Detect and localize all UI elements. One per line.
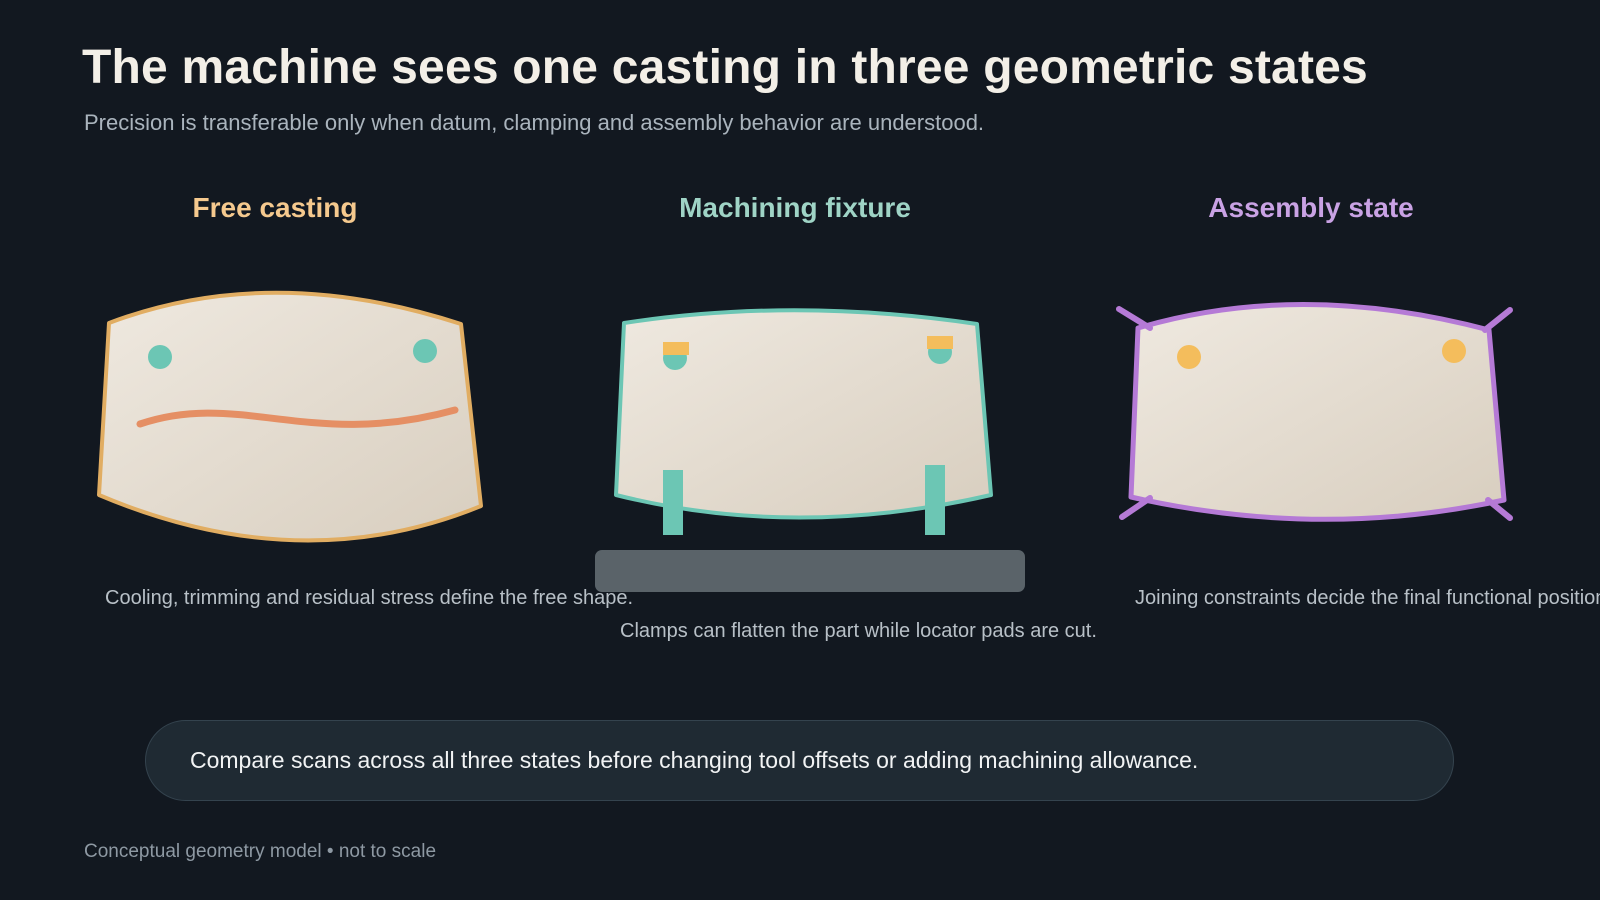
caption-machining-fixture: Clamps can flatten the part while locato… bbox=[620, 620, 1097, 642]
callout-box: Compare scans across all three states be… bbox=[145, 720, 1454, 801]
fixture-casting-outline bbox=[614, 308, 993, 520]
locator-pad-left bbox=[663, 342, 689, 355]
joint-constraint-top-right bbox=[1482, 307, 1513, 333]
clamp-left bbox=[663, 470, 683, 535]
assembly-datum-right bbox=[1442, 339, 1466, 363]
assembly-casting-outline bbox=[1128, 302, 1507, 522]
panel-title-assembly-state: Assembly state bbox=[1208, 192, 1414, 223]
panel-title-free-casting: Free casting bbox=[192, 192, 358, 223]
free-casting-shape bbox=[97, 290, 483, 543]
residual-stress-line bbox=[136, 406, 459, 428]
page-subtitle: Precision is transferable only when datu… bbox=[84, 110, 985, 135]
footnote: Conceptual geometry model • not to scale bbox=[84, 841, 437, 862]
caption-free-casting: Cooling, trimming and residual stress de… bbox=[105, 587, 634, 609]
assembly-datum-left bbox=[1177, 345, 1201, 369]
callout-text: Compare scans across all three states be… bbox=[190, 747, 1199, 773]
machining-fixture-shape bbox=[595, 308, 1025, 592]
joint-constraint-bottom-left bbox=[1119, 495, 1153, 520]
assembly-state-shape bbox=[1116, 302, 1513, 522]
free-casting-outline bbox=[97, 290, 483, 543]
page-title: The machine sees one casting in three ge… bbox=[82, 41, 1368, 94]
datum-point-left bbox=[148, 345, 172, 369]
locator-pad-right bbox=[927, 336, 953, 349]
panel-title-machining-fixture: Machining fixture bbox=[679, 192, 911, 223]
datum-point-right bbox=[413, 339, 437, 363]
clamp-right bbox=[925, 465, 945, 535]
joint-constraint-bottom-right bbox=[1485, 497, 1513, 521]
fixture-base bbox=[595, 550, 1025, 592]
joint-constraint-top-left bbox=[1116, 306, 1153, 331]
caption-assembly-state: Joining constraints decide the final fun… bbox=[1135, 587, 1600, 609]
